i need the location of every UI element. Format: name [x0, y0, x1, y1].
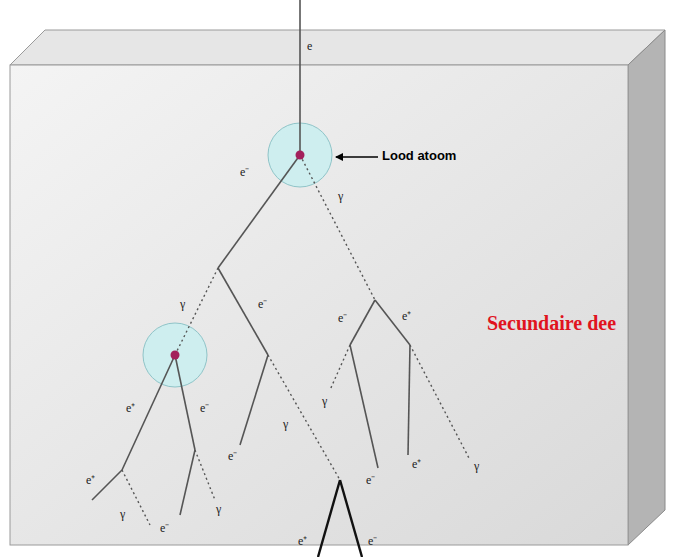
leader-arrow: [336, 156, 378, 157]
particle-label: e⁺: [402, 310, 411, 323]
particle-label: e⁺: [126, 402, 135, 415]
callout-label: Lood atoom: [382, 149, 456, 163]
particle-label: e⁻: [200, 402, 209, 415]
particle-label: e⁻: [258, 298, 267, 311]
particle-label: e⁻: [368, 535, 377, 548]
red-heading: Secundaire dee: [487, 312, 616, 334]
nucleus-dot: [171, 351, 180, 360]
photon-tracks: [122, 155, 470, 525]
particle-label: e⁻: [228, 450, 237, 463]
lead-atom: [143, 323, 207, 387]
particle-label: e⁻: [366, 474, 375, 487]
particle-label: γ: [180, 298, 185, 311]
particle-label: γ: [120, 508, 125, 521]
block-top: [10, 30, 665, 65]
particle-label: γ: [216, 503, 221, 516]
particle-label: e⁻: [338, 312, 347, 325]
charged-tracks: [92, 0, 410, 515]
particle-label: γ: [338, 190, 343, 203]
exit-tracks: [318, 480, 362, 557]
particle-label: e⁻: [240, 166, 249, 179]
particle-label: e⁺: [298, 535, 307, 548]
particle-label: e⁺: [412, 458, 421, 471]
block-front: [10, 65, 628, 545]
particle-label: e⁻: [160, 522, 169, 535]
particle-label: γ: [474, 460, 479, 473]
nucleus-dot: [296, 151, 305, 160]
particle-label: e⁺: [86, 474, 95, 487]
particle-label: γ: [283, 418, 288, 431]
particle-label: e: [307, 40, 312, 53]
block-side: [628, 30, 665, 545]
particle-label: γ: [322, 395, 327, 408]
